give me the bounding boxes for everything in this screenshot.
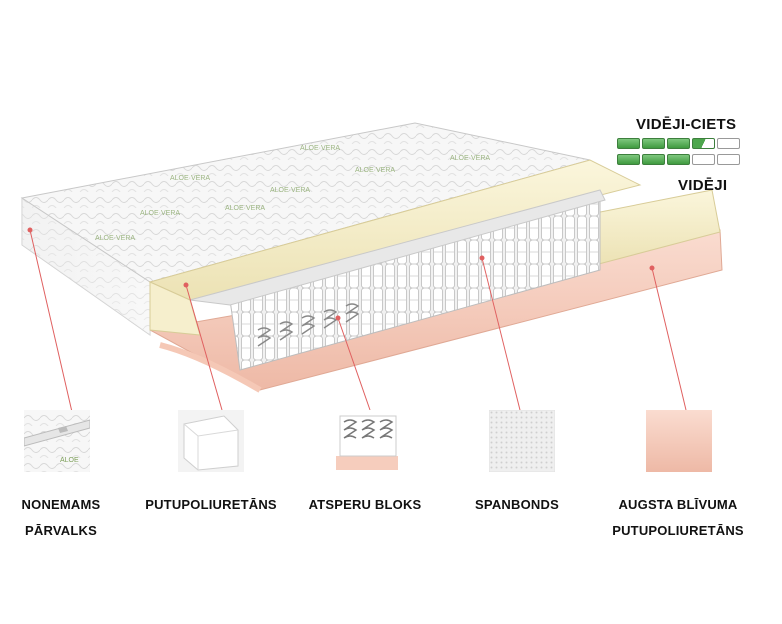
polyurethane-swatch: [178, 410, 244, 472]
svg-text:ALOE·VERA: ALOE·VERA: [95, 235, 135, 242]
layer-label-spunbond: SPANBONDS: [475, 497, 559, 512]
svg-text:ALOE·VERA: ALOE·VERA: [270, 187, 310, 194]
firmness-cell: [717, 154, 740, 165]
firmness-cell: [617, 138, 640, 149]
spunbond-swatch: [488, 409, 556, 473]
high-density-foam-swatch: [646, 410, 712, 472]
layer-label-springs: ATSPERU BLOKS: [308, 497, 422, 512]
svg-text:ALOE·VERA: ALOE·VERA: [450, 155, 490, 162]
firmness-cell: [692, 154, 715, 165]
svg-text:ALOE·VERA: ALOE·VERA: [140, 210, 180, 217]
svg-text:ALOE·VERA: ALOE·VERA: [225, 205, 265, 212]
firmness-cell: [667, 138, 690, 149]
firmness-cell: [692, 138, 715, 149]
svg-text:ALOE·VERA: ALOE·VERA: [300, 145, 340, 152]
svg-text:ALOE: ALOE: [60, 457, 79, 464]
svg-text:ALOE·VERA: ALOE·VERA: [355, 167, 395, 174]
firmness-cell: [642, 154, 665, 165]
firmness-cell: [717, 138, 740, 149]
firmness-cell: [617, 154, 640, 165]
layer-label-polyurethane: PUTUPOLIURETĀNS: [145, 497, 277, 512]
svg-text:ALOE·VERA: ALOE·VERA: [170, 175, 210, 182]
firmness-cell: [642, 138, 665, 149]
firmness-cell: [667, 154, 690, 165]
firmness-title-bottom: VIDĒJI: [678, 177, 728, 194]
springs-swatch: [334, 410, 400, 472]
firmness-scale-top: [617, 138, 740, 149]
firmness-title-top: VIDĒJI-CIETS: [636, 116, 737, 133]
firmness-scale-bottom: [617, 154, 740, 165]
cover-swatch: ALOE: [23, 410, 91, 472]
